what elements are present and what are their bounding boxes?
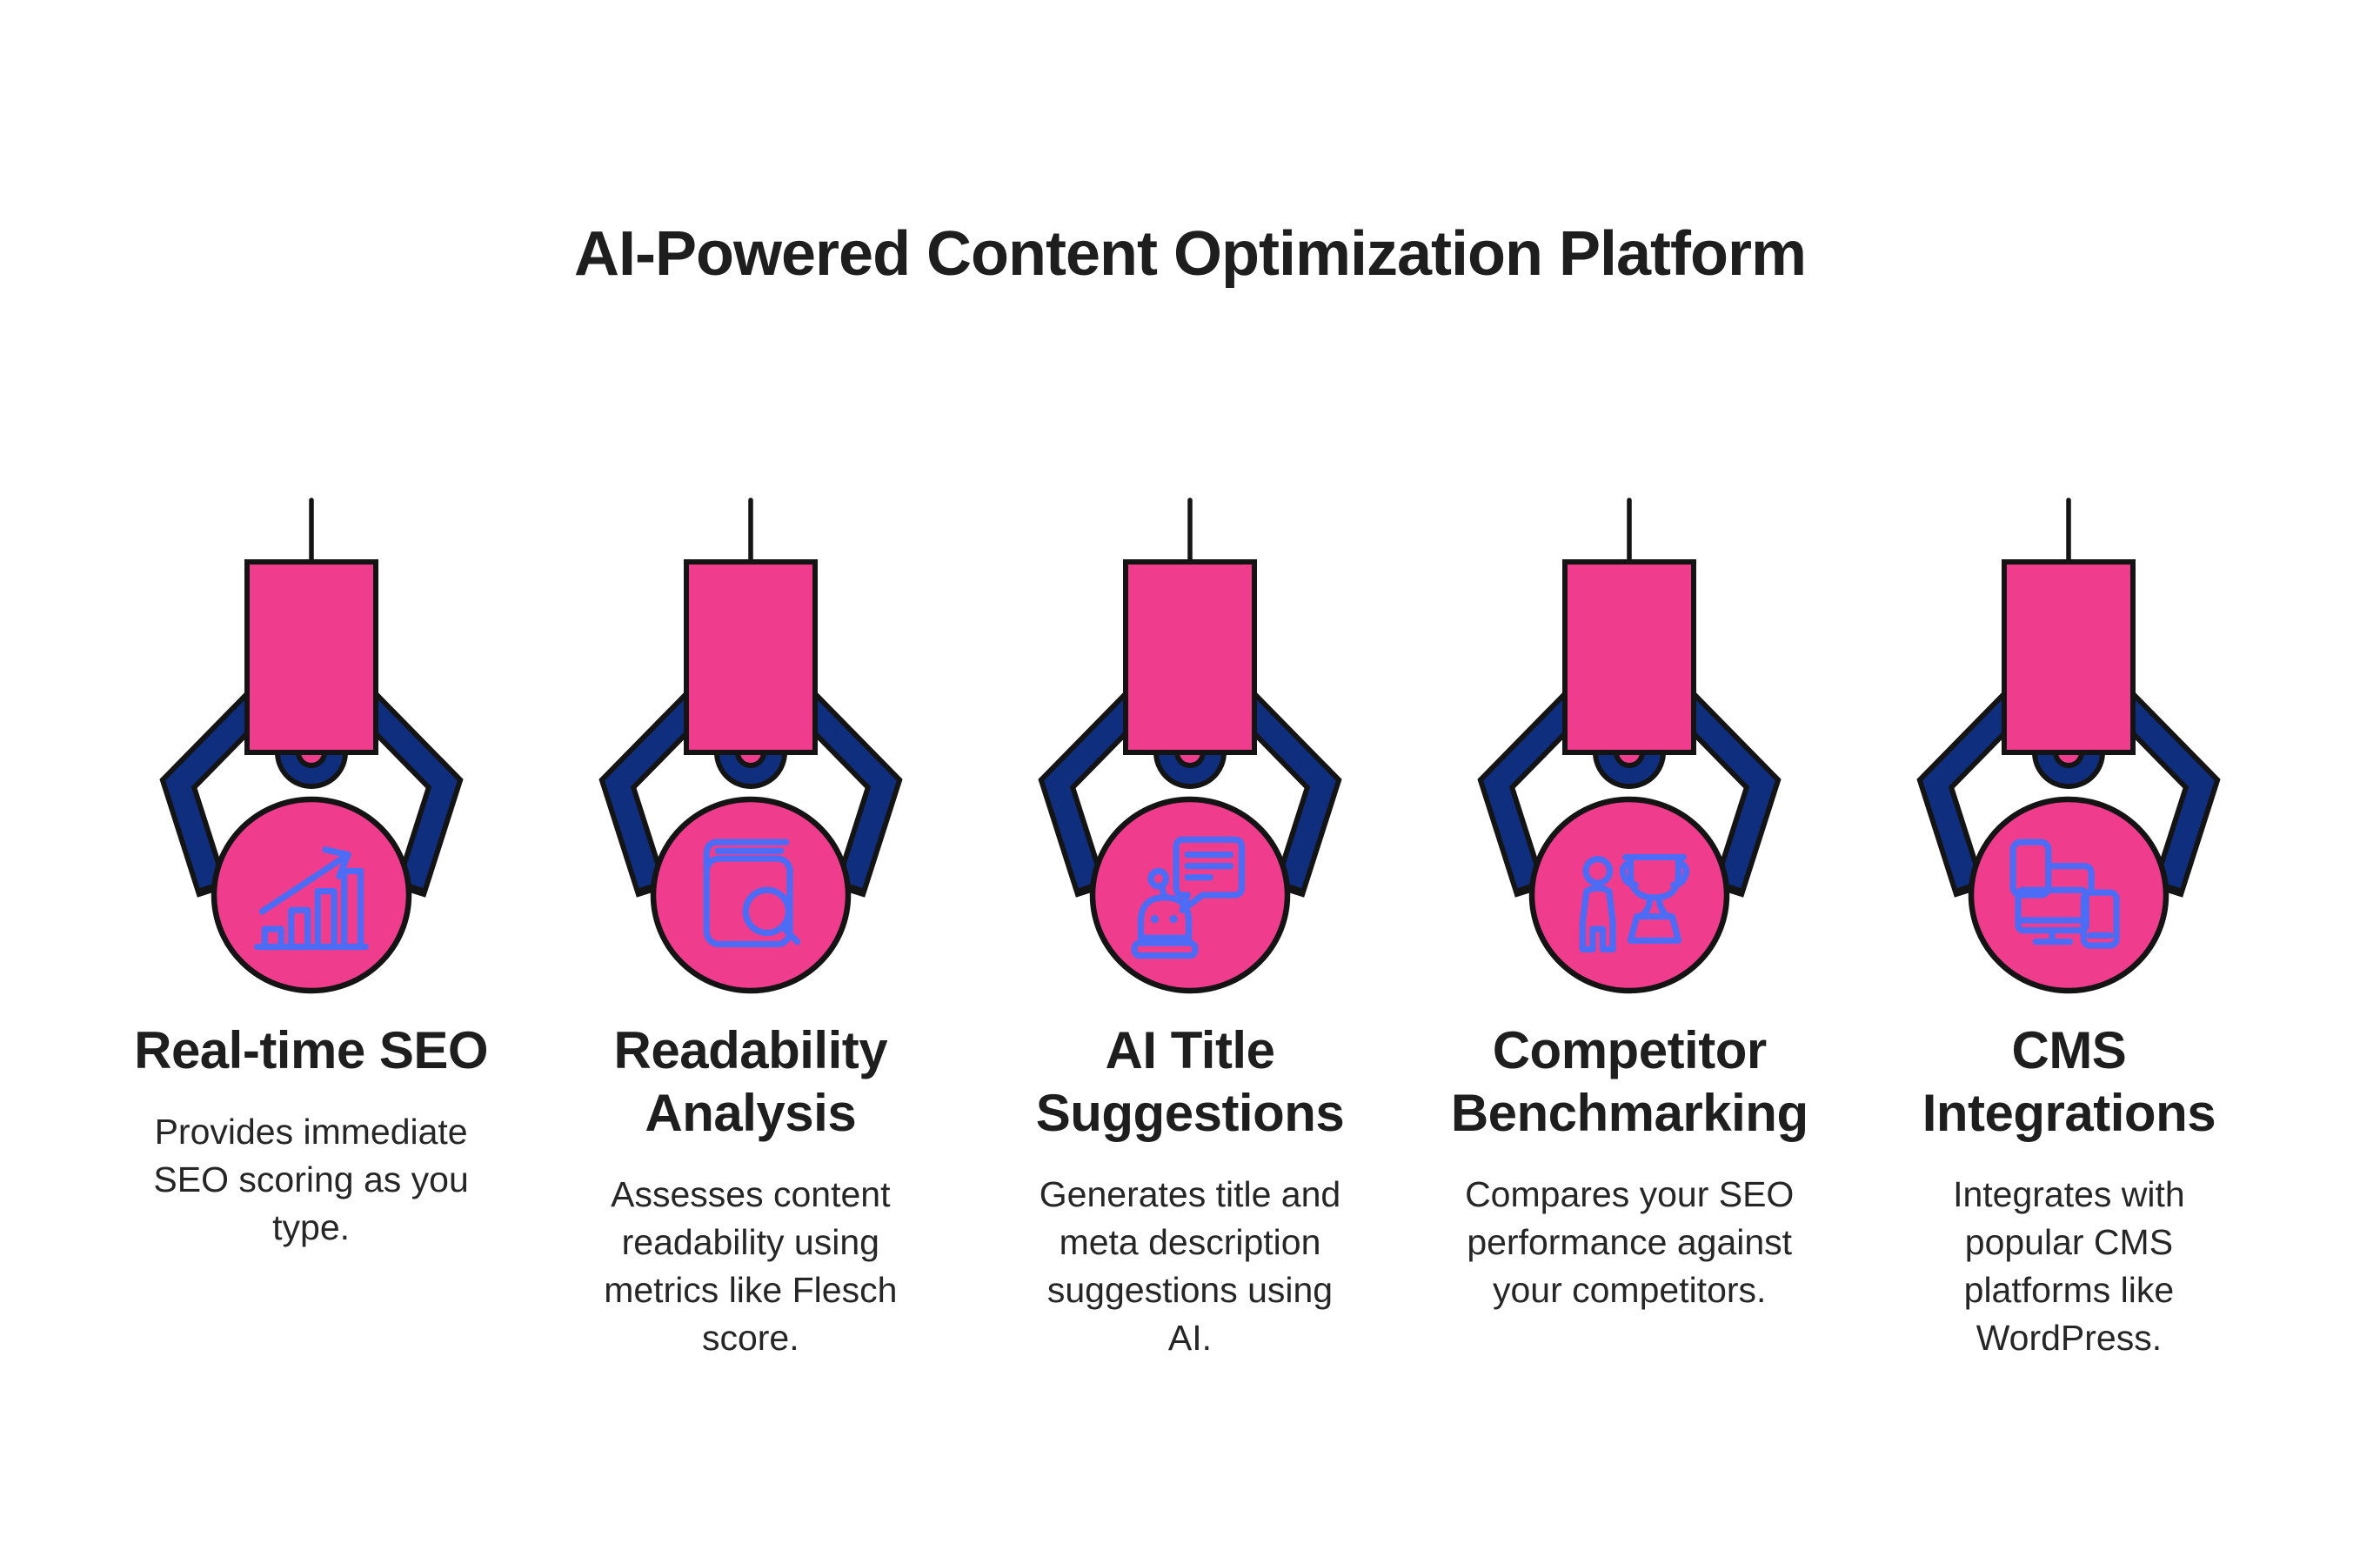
feature-description: Integrates with popular CMS platforms li…: [1953, 1174, 2185, 1358]
claw-machine-graphic: [1020, 497, 1360, 997]
person-trophy-icon: [1579, 853, 1690, 952]
robot-chat-bubble-icon: [1131, 836, 1246, 959]
page-title: AI-Powered Content Optimization Platform: [573, 219, 1807, 289]
infographic: AI-Powered Content Optimization Platform…: [0, 219, 2380, 1362]
claw-machine-graphic: [1899, 497, 2238, 997]
claw-machine-graphic: [142, 497, 481, 997]
feature-title: Competitor Benchmarking: [1450, 1021, 1808, 1142]
feature-description: Compares your SEO performance against yo…: [1465, 1174, 1795, 1310]
feature-title: CMS Integrations: [1922, 1021, 2216, 1142]
bar-chart-growth-icon: [253, 846, 369, 951]
feature-title: AI Title Suggestions: [1035, 1021, 1345, 1142]
feature-title: Readability Analysis: [613, 1021, 888, 1142]
feature-description: Generates title and meta description sug…: [1039, 1174, 1341, 1358]
feature-card-readability: Readability Analysis Assesses content re…: [531, 497, 970, 1362]
feature-card-realtime-seo: Real-time SEO Provides immediate SEO sco…: [91, 497, 531, 1252]
feature-description: Assesses content readability using metri…: [604, 1174, 898, 1358]
claw-machine-graphic: [1460, 497, 1799, 997]
feature-description: Provides immediate SEO scoring as you ty…: [153, 1112, 469, 1247]
features-row: Real-time SEO Provides immediate SEO sco…: [0, 497, 2380, 1362]
feature-card-competitor: Competitor Benchmarking Compares your SE…: [1410, 497, 1849, 1314]
connected-devices-icon: [2009, 838, 2121, 949]
claw-machine-graphic: [581, 497, 920, 997]
book-magnifier-icon: [703, 838, 801, 948]
feature-card-cms: CMS Integrations Integrates with popular…: [1849, 497, 2289, 1362]
feature-card-ai-title: AI Title Suggestions Generates title and…: [970, 497, 1409, 1362]
feature-title: Real-time SEO: [134, 1021, 489, 1079]
